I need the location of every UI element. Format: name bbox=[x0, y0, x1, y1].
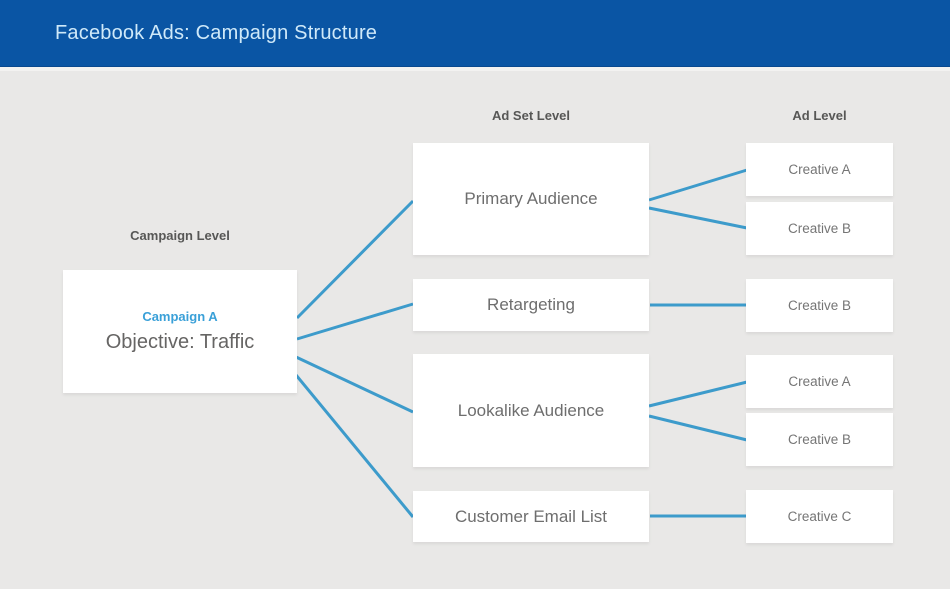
header-divider bbox=[0, 67, 950, 71]
ad-label: Creative B bbox=[787, 432, 852, 447]
adset-label: Lookalike Audience bbox=[457, 400, 605, 420]
campaign-node: Campaign A Objective: Traffic bbox=[63, 270, 297, 393]
edge-lookalike-creative-a bbox=[648, 380, 748, 408]
ad-node-creative-c: Creative C bbox=[746, 490, 893, 543]
campaign-level-label: Campaign Level bbox=[130, 228, 230, 243]
adset-node-retargeting: Retargeting bbox=[413, 279, 649, 331]
edge-lookalike-creative-b bbox=[648, 414, 748, 442]
header-bar: Facebook Ads: Campaign Structure bbox=[0, 0, 950, 67]
edge-campaign-retargeting bbox=[296, 302, 414, 341]
campaign-objective: Objective: Traffic bbox=[105, 331, 255, 353]
ad-node-creative-a-1: Creative A bbox=[746, 143, 893, 196]
adset-label: Retargeting bbox=[487, 295, 575, 314]
edge-primary-creative-a bbox=[648, 168, 748, 202]
ad-node-creative-a-2: Creative A bbox=[746, 355, 893, 408]
ad-label: Creative B bbox=[787, 221, 852, 236]
ad-node-creative-b-1: Creative B bbox=[746, 202, 893, 255]
ad-label: Creative A bbox=[788, 162, 851, 177]
ad-node-creative-b-3: Creative B bbox=[746, 413, 893, 466]
ad-label: Creative C bbox=[787, 509, 852, 524]
adset-node-customer-email-list: Customer Email List bbox=[413, 491, 649, 542]
ad-node-creative-b-2: Creative B bbox=[746, 279, 893, 332]
edge-campaign-primary-audience bbox=[295, 199, 415, 320]
adset-label: Primary Audience bbox=[464, 189, 598, 208]
edge-campaign-customer-email-list bbox=[294, 374, 415, 518]
adset-node-lookalike-audience: Lookalike Audience bbox=[413, 354, 649, 467]
ad-level-label: Ad Level bbox=[792, 108, 847, 123]
campaign-name: Campaign A bbox=[142, 309, 218, 324]
adset-label: Customer Email List bbox=[454, 506, 608, 526]
adset-node-primary-audience: Primary Audience bbox=[413, 143, 649, 255]
edge-primary-creative-b bbox=[648, 206, 748, 230]
ad-label: Creative A bbox=[788, 374, 851, 389]
page-title: Facebook Ads: Campaign Structure bbox=[55, 21, 378, 44]
edge-campaign-lookalike-audience bbox=[295, 355, 414, 414]
adset-level-label: Ad Set Level bbox=[491, 108, 571, 123]
ad-label: Creative B bbox=[787, 298, 852, 313]
